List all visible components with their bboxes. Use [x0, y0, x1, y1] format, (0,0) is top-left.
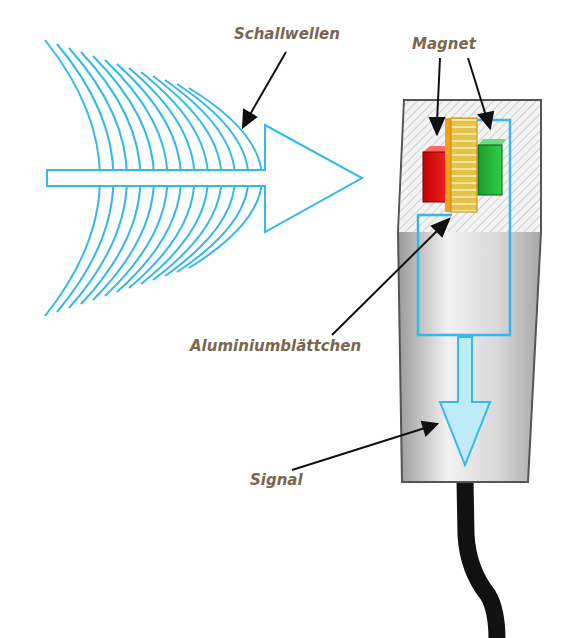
cable: [465, 480, 497, 638]
green-magnet: [478, 145, 502, 195]
leader-line: [332, 228, 440, 335]
leader-head: [430, 118, 444, 134]
leader-head: [479, 112, 493, 128]
green-magnet-top: [478, 139, 506, 145]
leader-line: [468, 58, 486, 116]
ribbon-label: Aluminiumblättchen: [190, 338, 361, 355]
leader-head: [243, 110, 256, 127]
sound-waves-label: Schallwellen: [234, 26, 340, 43]
signal-arrow: [440, 337, 490, 465]
aluminium-ribbon: [451, 118, 477, 212]
sound-arrow: [47, 125, 362, 232]
leader-head: [432, 219, 449, 236]
leader-head: [422, 422, 437, 435]
leader-line: [248, 52, 286, 118]
housing-top: [399, 101, 540, 232]
microphone-housing: [398, 100, 541, 482]
signal-label: Signal: [250, 472, 303, 489]
leader-line: [437, 58, 440, 122]
leader-line: [292, 428, 425, 470]
magnet-label: Magnet: [412, 36, 476, 53]
